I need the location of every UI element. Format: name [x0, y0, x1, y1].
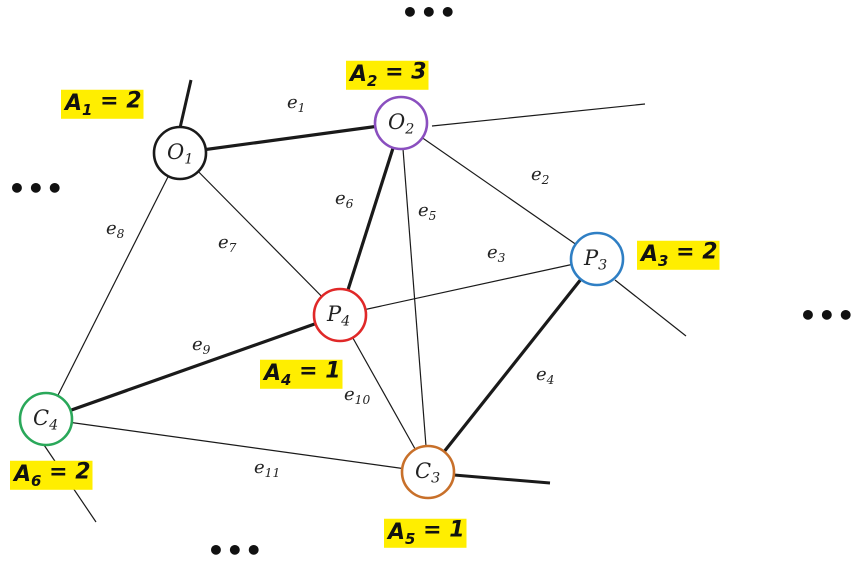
attribute-highlight-p4 — [260, 359, 343, 389]
edge-e10 — [339, 314, 429, 473]
node-circle-o1 — [152, 125, 208, 181]
node-circle-o2 — [373, 95, 429, 151]
edge-e5 — [400, 122, 429, 473]
stub-o1-up — [178, 79, 193, 129]
node-p3: P3 — [569, 231, 625, 287]
edge-label-e5: e5 — [418, 200, 437, 223]
node-circle-c4 — [18, 391, 74, 447]
node-circle-c3 — [400, 444, 456, 500]
attribute-highlight-c4 — [10, 460, 93, 490]
edge-e4 — [426, 258, 599, 473]
attribute-labels-layer: A1 = 2A2 = 3A3 = 2A4 = 1A5 = 1A6 = 2 — [10, 60, 720, 548]
attribute-highlight-o2 — [346, 60, 429, 90]
ellipsis-top: ••• — [401, 0, 458, 29]
edge-label-e9: e9 — [192, 334, 211, 357]
edge-label-e7: e7 — [218, 232, 237, 255]
edge-e7 — [179, 152, 341, 316]
edge-label-e6: e6 — [335, 188, 354, 211]
stub-o2-right — [431, 103, 646, 127]
attribute-highlight-p3 — [637, 240, 720, 270]
edge-label-e11: e11 — [254, 457, 280, 480]
ellipsis-right: ••• — [799, 299, 851, 332]
edge-e11 — [45, 418, 429, 473]
node-c4: C4 — [18, 391, 74, 447]
edge-label-e8: e8 — [106, 218, 125, 241]
edge-label-e10: e10 — [344, 384, 370, 407]
attribute-label-o1: A1 = 2 — [63, 89, 142, 119]
edge-e3 — [339, 258, 598, 316]
attribute-highlight-c3 — [384, 518, 467, 548]
stub-p3-down — [614, 279, 687, 337]
node-circle-p3 — [569, 231, 625, 287]
attribute-label-p4: A4 = 1 — [262, 359, 341, 389]
edge-e2 — [400, 122, 598, 260]
edge-e6 — [338, 122, 403, 316]
node-p4: P4 — [312, 287, 368, 343]
node-o2: O2 — [373, 95, 429, 151]
ellipsis-left: ••• — [8, 172, 65, 205]
edge-e1 — [179, 121, 402, 155]
edge-e8 — [45, 152, 181, 420]
attribute-highlight-o1 — [61, 89, 144, 119]
ellipsis-bottom: ••• — [207, 534, 264, 567]
dangling-edges — [41, 79, 687, 523]
stub-c3-right — [453, 473, 551, 485]
node-circle-p4 — [312, 287, 368, 343]
edge-label-e1: e1 — [287, 92, 305, 115]
edge-label-e2: e2 — [531, 164, 550, 187]
node-c3: C3 — [400, 444, 456, 500]
node-o1: O1 — [152, 125, 208, 181]
edges-layer — [45, 121, 599, 473]
ellipsis-layer: ••• ••• ••• ••• — [8, 0, 851, 567]
edge-label-e3: e3 — [487, 242, 506, 265]
edge-label-e4: e4 — [536, 364, 554, 387]
edge-e9 — [45, 313, 341, 421]
